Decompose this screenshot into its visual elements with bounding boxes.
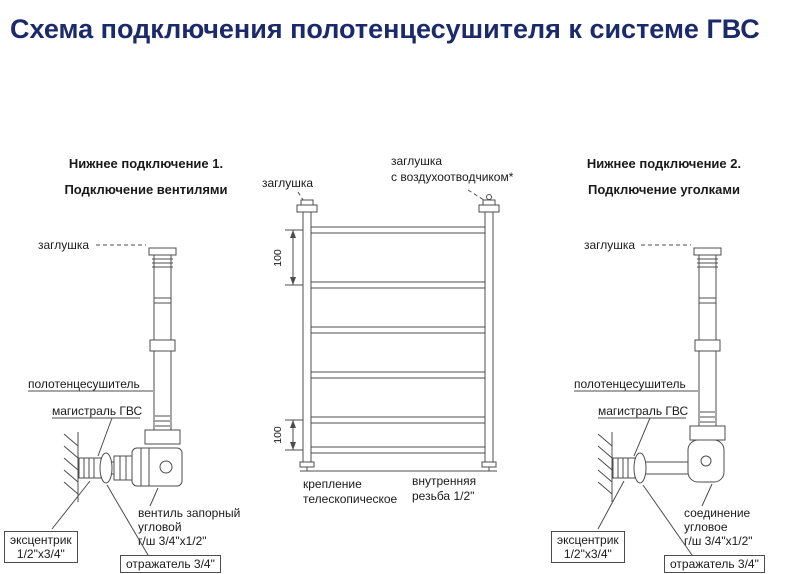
label-plug-left-section: заглушка: [38, 238, 90, 252]
left-heading-line2: Подключение вентилями: [64, 182, 228, 197]
right-section-heading: Нижнее подключение 2. Подключение уголка…: [562, 151, 766, 203]
label-plug-air-vent: заглушка с воздухоотводчиком*: [391, 154, 514, 184]
label-plug-right-section: заглушка: [584, 238, 636, 252]
angle-valve-body: [131, 447, 183, 487]
label-angle-valve: вентиль запорный угловой г/ш 3/4"х1/2": [138, 506, 241, 548]
valve-inlet-nut: [113, 455, 133, 481]
eccentric-leader-line: [51, 480, 91, 530]
label-eccentric-left: эксцентрик 1/2"х3/4": [4, 531, 78, 563]
label-plug-center-left: заглушка: [262, 176, 314, 190]
label-angle-connection: соединение угловое г/ш 3/4"х1/2": [684, 506, 753, 548]
eccentric-leader-line: [597, 480, 625, 530]
left-drawing: [28, 244, 183, 556]
eccentric-fitting: [78, 457, 102, 479]
dimension-bottom-label: 100: [272, 426, 284, 444]
eccentric-fitting: [612, 457, 636, 479]
label-main-gvs-left: магистраль ГВС: [52, 404, 143, 418]
label-reflector-right: отражатель 3/4": [664, 555, 765, 573]
pipe-union-nut: [149, 339, 176, 352]
label-reflector-left: отражатель 3/4": [120, 555, 221, 573]
main-leader-diagonal: [633, 417, 651, 457]
elbow-top-nut: [689, 425, 726, 441]
valve-top-nut: [144, 429, 181, 445]
label-internal-thread: внутренняя резьба 1/2": [412, 474, 477, 503]
right-heading-line1: Нижнее подключение 2.: [586, 156, 742, 171]
center-drawing: 100 100: [272, 189, 500, 472]
left-section-heading: Нижнее подключение 1. Подключение вентил…: [46, 151, 246, 203]
plug-cap: [148, 247, 177, 256]
angle-elbow-body: [687, 439, 725, 483]
plug-air-leader: [467, 189, 488, 203]
right-drawing: [574, 244, 726, 556]
label-towel-rail-right: полотенцесушитель: [574, 377, 686, 391]
pipe-union-nut: [694, 339, 721, 352]
reflector-leader-line: [642, 484, 693, 556]
plug-cap: [693, 247, 722, 256]
label-eccentric-right: эксцентрик 1/2"х3/4": [551, 531, 625, 563]
right-heading-line2: Подключение уголками: [587, 182, 741, 197]
reflector-escutcheon: [633, 452, 647, 484]
reflector-escutcheon: [99, 452, 113, 484]
left-heading-line1: Нижнее подключение 1.: [68, 156, 224, 171]
air-vent-nipple: [486, 194, 492, 200]
ladder-plug-left: [296, 204, 318, 213]
dimension-top-label: 100: [272, 249, 284, 267]
ladder-plug-air-vent: [478, 204, 500, 213]
valve-leader-line: [149, 487, 159, 507]
label-telescopic-mount: крепление телескопическое: [303, 477, 398, 506]
reflector-leader-line: [106, 484, 149, 556]
elbow-leader-line: [701, 483, 713, 507]
label-main-gvs-right: магистраль ГВС: [598, 404, 689, 418]
page-title: Схема подключения полотенцесушителя к си…: [10, 14, 760, 44]
label-towel-rail-left: полотенцесушитель: [28, 377, 140, 391]
main-leader-diagonal: [97, 417, 113, 457]
